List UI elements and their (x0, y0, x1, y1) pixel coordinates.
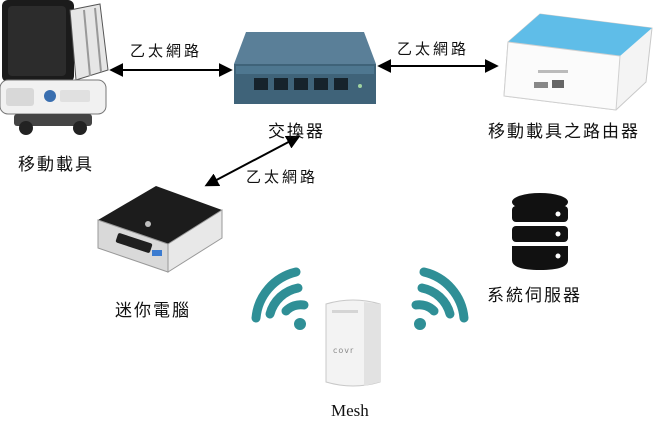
mini-pc-icon (97, 186, 223, 273)
label-switch: 交換器 (268, 122, 325, 142)
edge-label-switch-router: 乙太網路 (397, 40, 470, 58)
mesh-device-brand: covr (333, 346, 355, 355)
label-mesh: Mesh (331, 401, 369, 420)
edge-label-vehicle-switch: 乙太網路 (130, 42, 203, 60)
robot-vehicle-icon (0, 0, 109, 135)
wifi-left-icon (251, 267, 309, 330)
edge-switch-minipc (204, 135, 301, 187)
database-server-icon (512, 193, 568, 270)
label-mobile-vehicle: 移動載具 (18, 155, 94, 175)
edge-label-switch-minipc: 乙太網路 (246, 168, 319, 186)
network-switch-icon (234, 32, 376, 104)
label-vehicle-router: 移動載具之路由器 (488, 122, 640, 142)
mesh-node-icon (325, 299, 381, 387)
router-icon (503, 13, 653, 111)
wifi-right-icon (411, 267, 469, 330)
label-system-server: 系統伺服器 (487, 286, 582, 306)
label-mini-pc: 迷你電腦 (115, 301, 191, 321)
